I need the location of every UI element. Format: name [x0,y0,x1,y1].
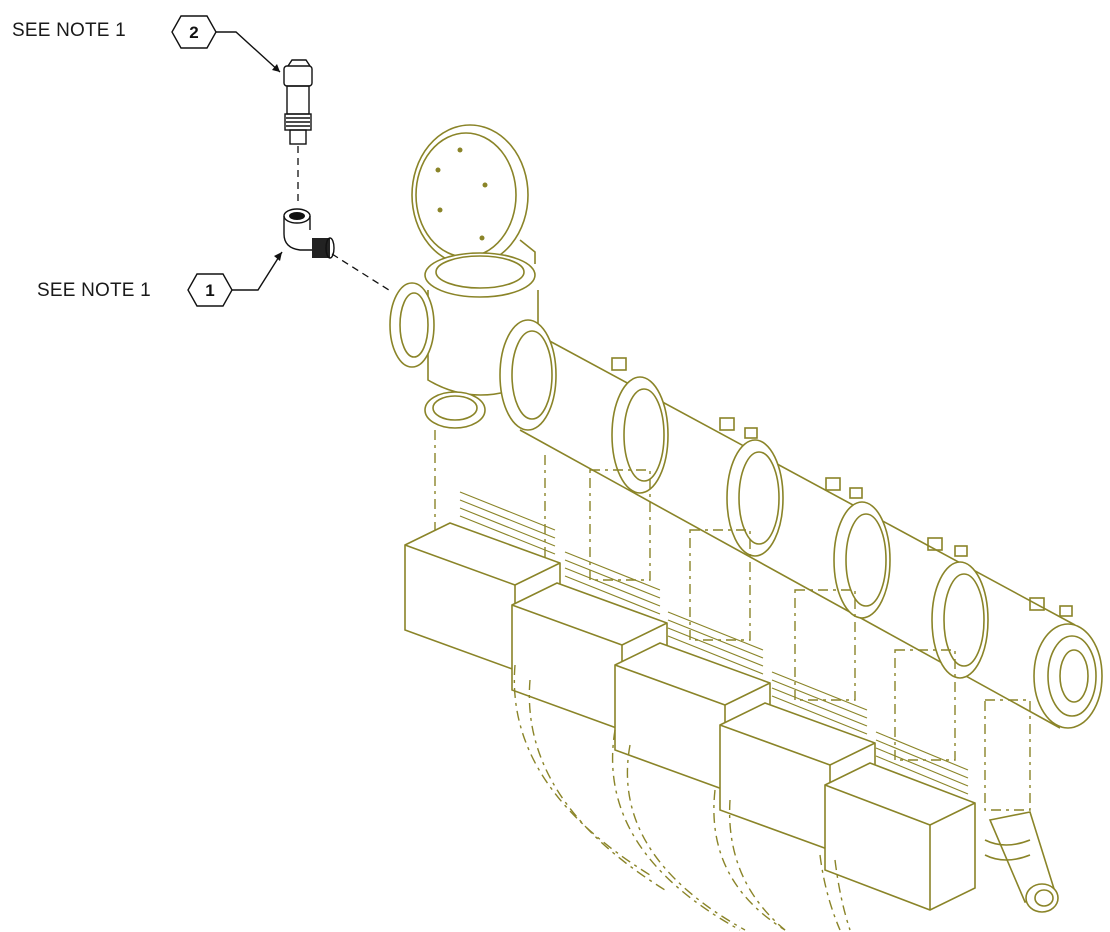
pressure-transducer-part [283,59,313,145]
callout-1-note-label: SEE NOTE 1 [37,280,151,301]
callout-2-note-label: SEE NOTE 1 [12,20,126,41]
main-pipe [499,319,1103,729]
hoses [513,664,851,931]
elbow-alignment-line [331,253,393,293]
clamp-bolts [611,357,1073,617]
outlet-fitting [984,811,1059,913]
top-flange [411,124,536,266]
callout-1-leader [232,251,283,291]
manifold-assembly-part [389,124,1103,931]
elbow-fitting-part [283,208,335,259]
callout-2-hexagon: 2 [171,15,217,49]
callout-2-leader [216,31,281,73]
tee-body [389,252,539,429]
callout-1-hexagon: 1 [187,273,233,307]
callout-2-number: 2 [189,23,198,42]
callout-1-number: 1 [205,281,214,300]
solenoid-coil-5 [824,731,976,911]
